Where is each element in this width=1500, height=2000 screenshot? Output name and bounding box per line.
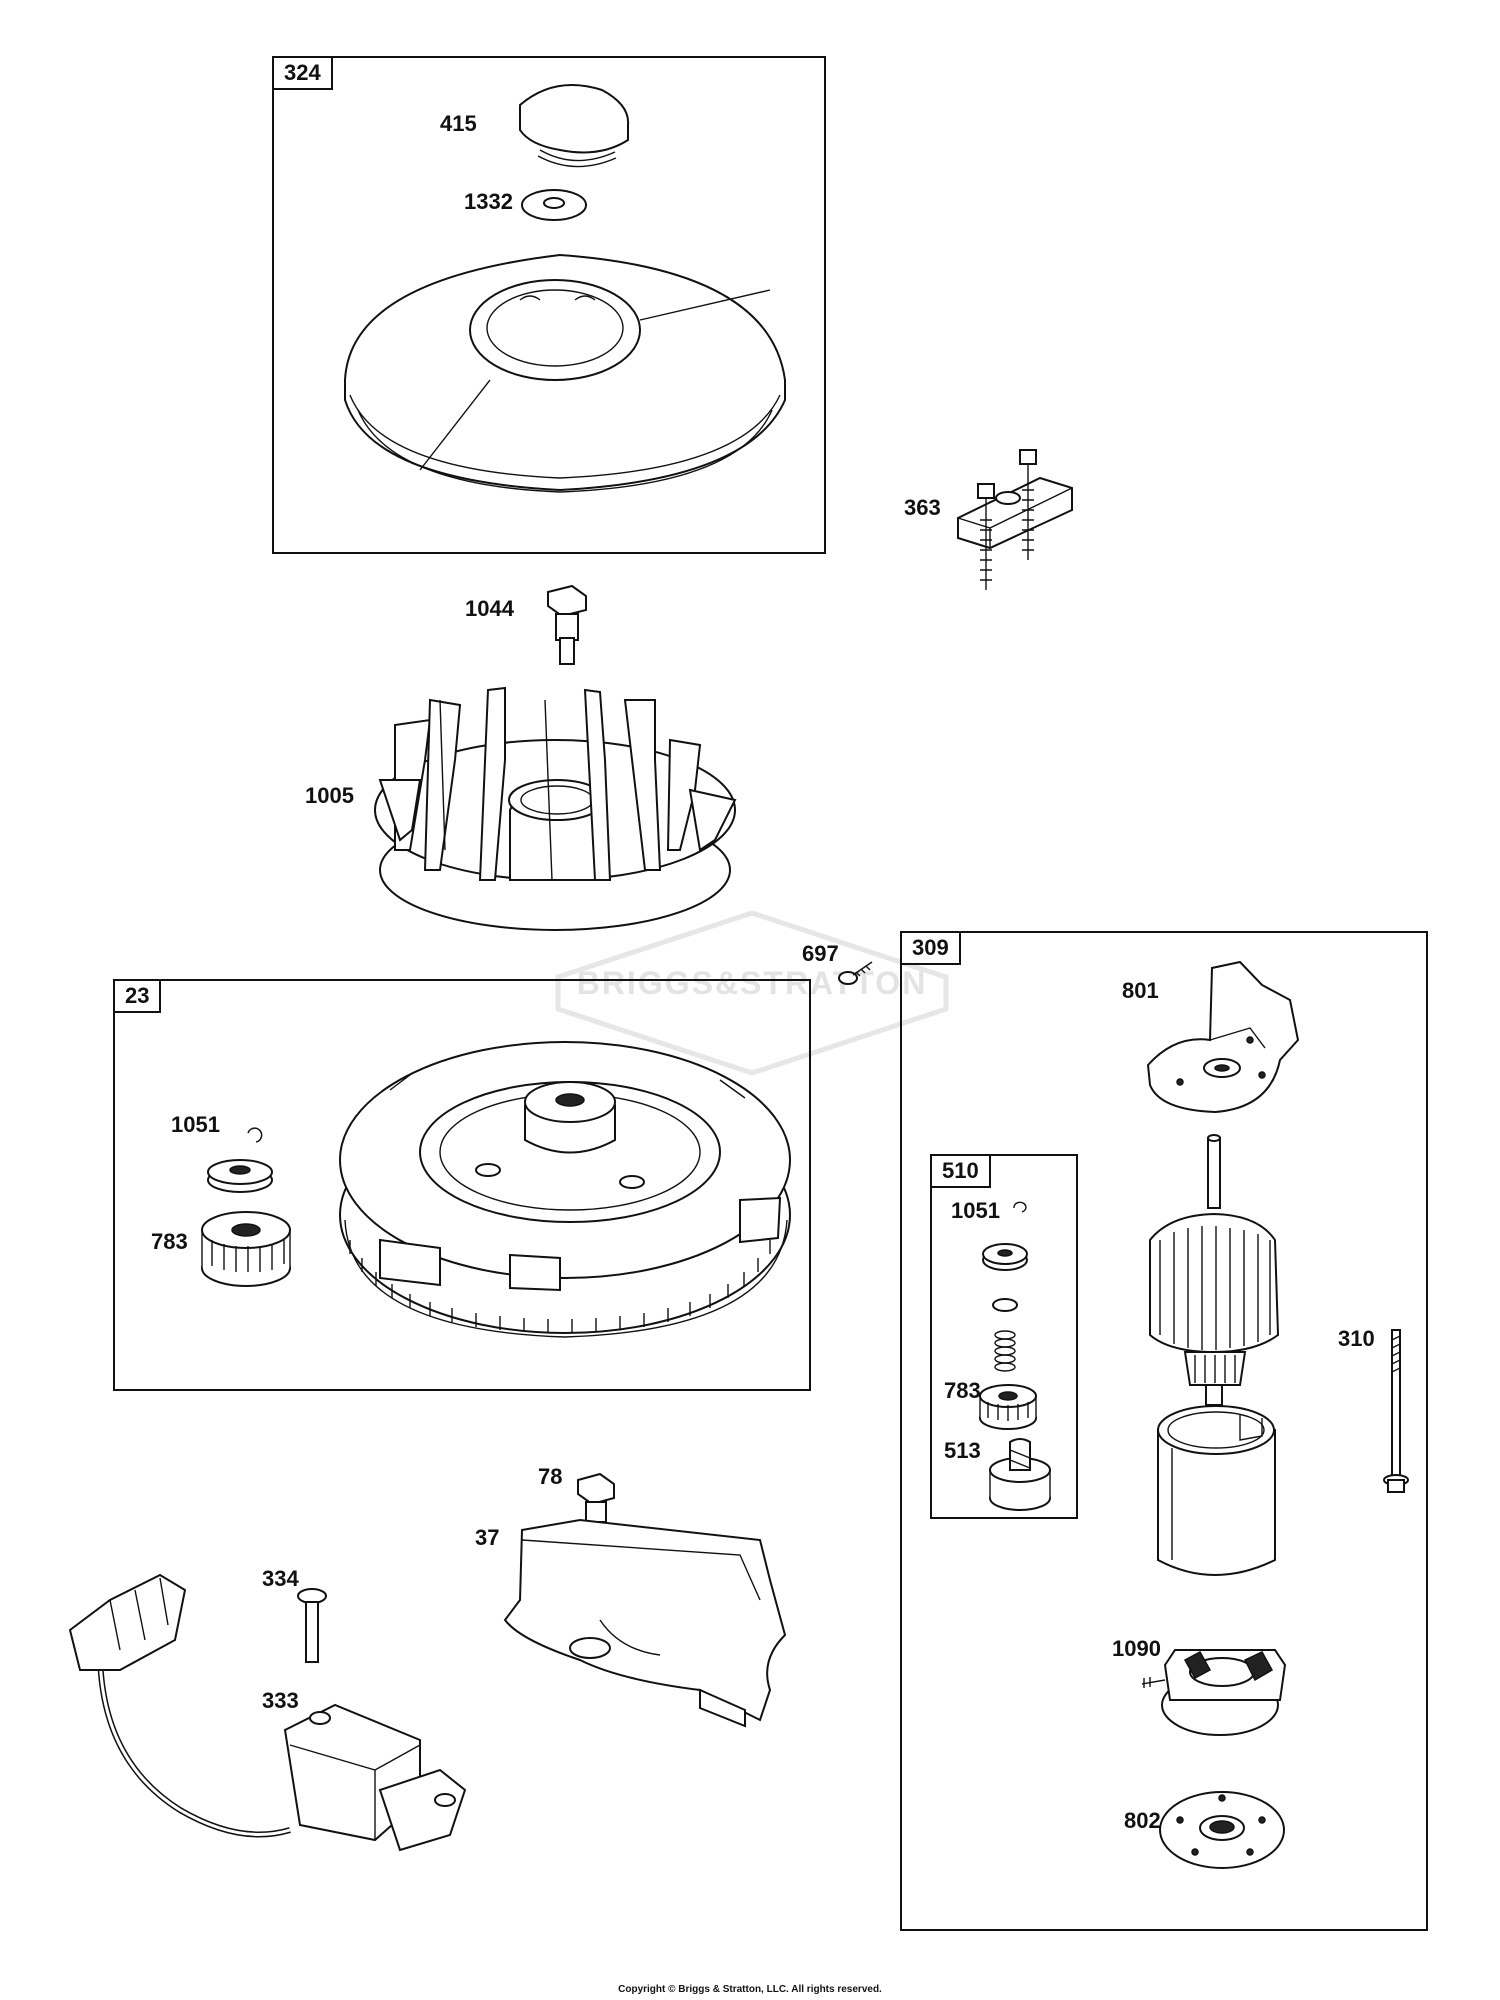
copyright-notice: Copyright © Briggs & Stratton, LLC. All … bbox=[618, 1984, 882, 1995]
watermark-text: BRIGGS&STRATTON bbox=[576, 965, 928, 1001]
ignition-coil-333 bbox=[68, 1573, 467, 1852]
screw-697 bbox=[838, 961, 873, 985]
flywheel-23 bbox=[339, 1041, 791, 1338]
part-label-415: 415 bbox=[440, 111, 477, 136]
fan-1005 bbox=[374, 686, 737, 931]
part-label-801: 801 bbox=[1122, 978, 1159, 1003]
part-label-802: 802 bbox=[1124, 1808, 1161, 1833]
armature bbox=[1149, 1134, 1280, 1406]
bolt-78 bbox=[577, 1472, 615, 1523]
clip-1051-a bbox=[247, 1127, 263, 1143]
brush-plate-1090 bbox=[1141, 1649, 1287, 1736]
part-label-334: 334 bbox=[262, 1566, 299, 1591]
part-label-310: 310 bbox=[1338, 1326, 1375, 1351]
part-label-783-a: 783 bbox=[151, 1229, 188, 1254]
drive-513 bbox=[989, 1438, 1051, 1511]
part-label-1090: 1090 bbox=[1112, 1636, 1161, 1661]
spring-510 bbox=[994, 1330, 1016, 1372]
watermark-outline bbox=[555, 910, 949, 1076]
air-guide-37 bbox=[503, 1518, 787, 1728]
part-label-513: 513 bbox=[944, 1438, 981, 1463]
washer-1332 bbox=[521, 189, 587, 221]
blower-housing-324 bbox=[344, 253, 786, 493]
part-label-333: 333 bbox=[262, 1688, 299, 1713]
group-23-tag: 23 bbox=[113, 979, 162, 1013]
gear-783-a bbox=[201, 1211, 291, 1287]
bolt-334 bbox=[297, 1588, 327, 1663]
bushing-1051-a bbox=[207, 1159, 273, 1193]
group-324-tag: 324 bbox=[272, 56, 333, 90]
bracket-363 bbox=[957, 449, 1073, 590]
group-23-box: 23 bbox=[113, 979, 811, 1391]
bushing-510 bbox=[982, 1243, 1028, 1271]
plug-cap-415 bbox=[519, 84, 630, 168]
part-label-783-b: 783 bbox=[944, 1378, 981, 1403]
part-label-37: 37 bbox=[475, 1525, 500, 1550]
part-label-1051-b: 1051 bbox=[951, 1198, 1000, 1223]
part-label-1051-a: 1051 bbox=[171, 1112, 220, 1137]
group-510-box: 510 bbox=[930, 1154, 1078, 1519]
part-label-1332: 1332 bbox=[464, 189, 513, 214]
through-bolt-310 bbox=[1383, 1329, 1409, 1493]
part-label-1044: 1044 bbox=[465, 596, 514, 621]
part-label-1005: 1005 bbox=[305, 783, 354, 808]
part-label-363: 363 bbox=[904, 495, 941, 520]
part-label-78: 78 bbox=[538, 1464, 563, 1489]
motor-housing bbox=[1157, 1405, 1276, 1576]
part-label-697: 697 bbox=[802, 941, 839, 966]
brand-watermark: BRIGGS&STRATTON bbox=[552, 907, 952, 1079]
gear-783-b bbox=[979, 1384, 1037, 1430]
group-309-tag: 309 bbox=[900, 931, 961, 965]
washer-510 bbox=[992, 1298, 1018, 1312]
group-510-tag: 510 bbox=[930, 1154, 991, 1188]
clip-1051-b bbox=[1013, 1201, 1027, 1213]
plate-801 bbox=[1146, 960, 1300, 1114]
group-309-box: 309 bbox=[900, 931, 1428, 1931]
end-plate-802 bbox=[1159, 1791, 1285, 1869]
group-324-box: 324 bbox=[272, 56, 826, 554]
bolt-1044 bbox=[547, 584, 587, 665]
